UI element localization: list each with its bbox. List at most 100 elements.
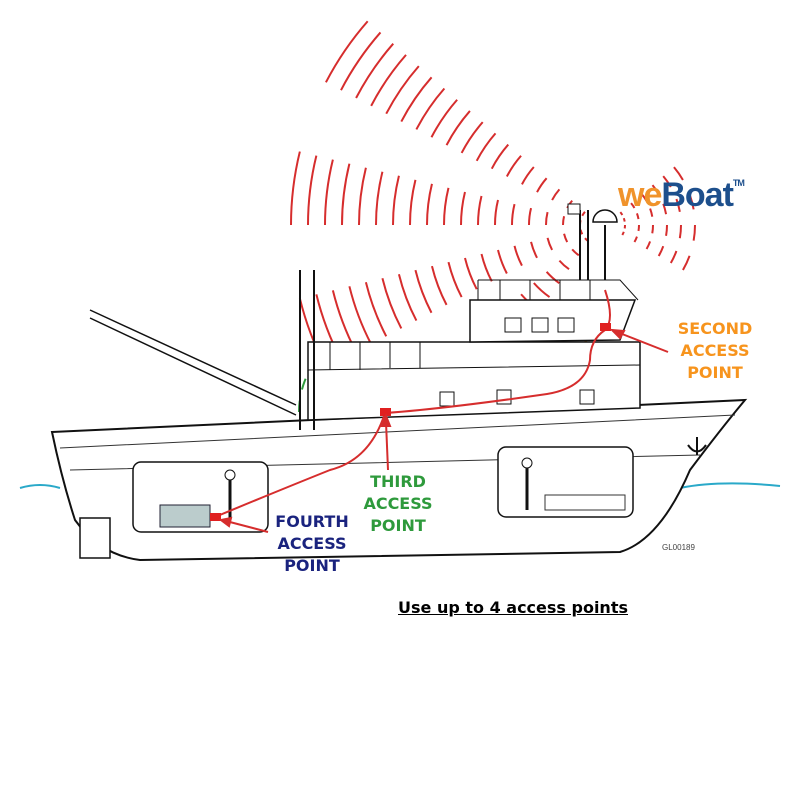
- label-fourth-access-point: FOURTH ACCESS POINT: [262, 511, 362, 577]
- cable: [214, 289, 611, 518]
- satellite-signal-arc: [657, 245, 665, 257]
- satellite-signal-arc: [637, 224, 640, 232]
- satellite-signal-arc: [636, 213, 640, 220]
- satellite-signal-arc: [619, 211, 624, 216]
- satellite-signal-arc: [533, 282, 551, 298]
- satellite-signal-arc: [480, 253, 493, 282]
- label-line: SECOND: [677, 319, 753, 338]
- satellite-signal-arc: [443, 187, 450, 226]
- satellite-signal-arc: [430, 99, 458, 138]
- label-line: POINT: [687, 363, 743, 382]
- pointer-fourth: [225, 520, 269, 533]
- label-line: POINT: [284, 556, 340, 575]
- label-line: FOURTH: [275, 512, 349, 531]
- access-point-fourth: [210, 513, 221, 521]
- satellite-signal-arc: [324, 159, 334, 226]
- satellite-signal-arc: [678, 224, 682, 239]
- satellite-signal-arc: [651, 224, 654, 234]
- label-third-access-point: THIRD ACCESS POINT: [348, 471, 448, 537]
- satellite-signal-arc: [430, 265, 448, 306]
- satellite-signal-arc: [370, 54, 407, 107]
- satellite-signal-arc: [669, 250, 678, 264]
- drawing-code: GL00189: [662, 543, 695, 552]
- label-line: ACCESS: [277, 534, 347, 553]
- satellite-signal-arc: [477, 195, 483, 226]
- satellite-signal-arc: [692, 224, 696, 241]
- top-rail: [477, 279, 639, 301]
- satellite-signal-arc: [649, 208, 654, 217]
- satellite-signal-arc: [558, 259, 570, 271]
- satellite-signal-arc: [651, 184, 660, 195]
- satellite-signal-arc: [682, 255, 691, 271]
- mast: [299, 210, 606, 430]
- satellite-signal-arc: [673, 166, 684, 181]
- satellite-signal-arc: [563, 233, 569, 243]
- label-second-access-point: SECOND ACCESS POINT: [665, 318, 765, 384]
- satellite-signal-arc: [400, 76, 433, 123]
- satellite-signal-arc: [392, 175, 400, 226]
- satellite-signal-arc: [464, 257, 478, 290]
- railing: [307, 342, 641, 371]
- label-line: ACCESS: [680, 341, 750, 360]
- label-line: THIRD: [370, 472, 426, 491]
- satellite-signal-arc: [426, 183, 433, 226]
- satellite-signal-arc: [571, 248, 580, 257]
- satellite-signal-arc: [551, 188, 561, 201]
- engine: [159, 504, 211, 528]
- access-point-second: [600, 323, 611, 331]
- caption: Use up to 4 access points: [398, 598, 628, 617]
- third-ap-signal-arc: [300, 378, 307, 390]
- label-line: POINT: [370, 516, 426, 535]
- satellite-signal-arc: [325, 20, 369, 83]
- satellite-signal-arc: [341, 163, 351, 226]
- satellite-signal-arc: [460, 191, 466, 226]
- label-line: ACCESS: [363, 494, 433, 513]
- satellite-signal-arc: [511, 203, 516, 226]
- satellite-signal-arc: [505, 155, 522, 177]
- satellite-signal-arc: [409, 179, 417, 226]
- pointer-third: [385, 421, 389, 471]
- satellite-signal-arc: [662, 203, 668, 215]
- access-point-third: [380, 408, 391, 416]
- satellite-signal-arc: [414, 269, 433, 314]
- satellite-signal-arc: [545, 211, 549, 226]
- satellite-signal-arc: [290, 151, 301, 226]
- satellite-signal-arc: [397, 273, 418, 322]
- satellite-signal-arc: [562, 215, 566, 226]
- satellite-signal-arc: [640, 193, 648, 202]
- logo-part1: we: [618, 176, 662, 214]
- satellite-signal-arc: [662, 175, 672, 188]
- satellite-signal-arc: [622, 217, 626, 222]
- satellite-signal-arc: [536, 177, 548, 193]
- satellite-signal-arc: [447, 261, 463, 298]
- satellite-signal-arc: [415, 87, 446, 130]
- rudder: [79, 517, 111, 559]
- satellite-signal-arc: [665, 224, 668, 236]
- satellite-signal-arc: [630, 202, 636, 209]
- satellite-signal-arc: [348, 286, 373, 345]
- satellite-signal-arc: [545, 271, 560, 284]
- satellite-signal-arc: [445, 110, 471, 146]
- deckhouse: [307, 341, 641, 421]
- satellite-signal-arc: [490, 143, 510, 170]
- satellite-signal-arc: [546, 237, 553, 251]
- satellite-signal-arc: [621, 231, 625, 236]
- satellite-signal-arc: [358, 167, 367, 226]
- satellite-signal-arc: [355, 43, 394, 99]
- satellite-signal-arc: [307, 155, 318, 226]
- webboat-logo: weBoatTM: [618, 176, 745, 215]
- satellite-signal-arc: [340, 31, 382, 91]
- dome-antenna: [592, 209, 618, 223]
- pointer-second: [616, 331, 669, 353]
- satellite-signal-arc: [675, 198, 681, 212]
- boom: [89, 309, 297, 416]
- satellite-signal-arc: [513, 245, 523, 267]
- logo-part2: Boat: [661, 176, 734, 214]
- satellite-signal-arc: [494, 199, 499, 226]
- trademark: TM: [732, 178, 745, 188]
- waterline: [19, 482, 781, 489]
- satellite-signal-arc: [460, 121, 484, 154]
- anchor-icon: [687, 437, 707, 455]
